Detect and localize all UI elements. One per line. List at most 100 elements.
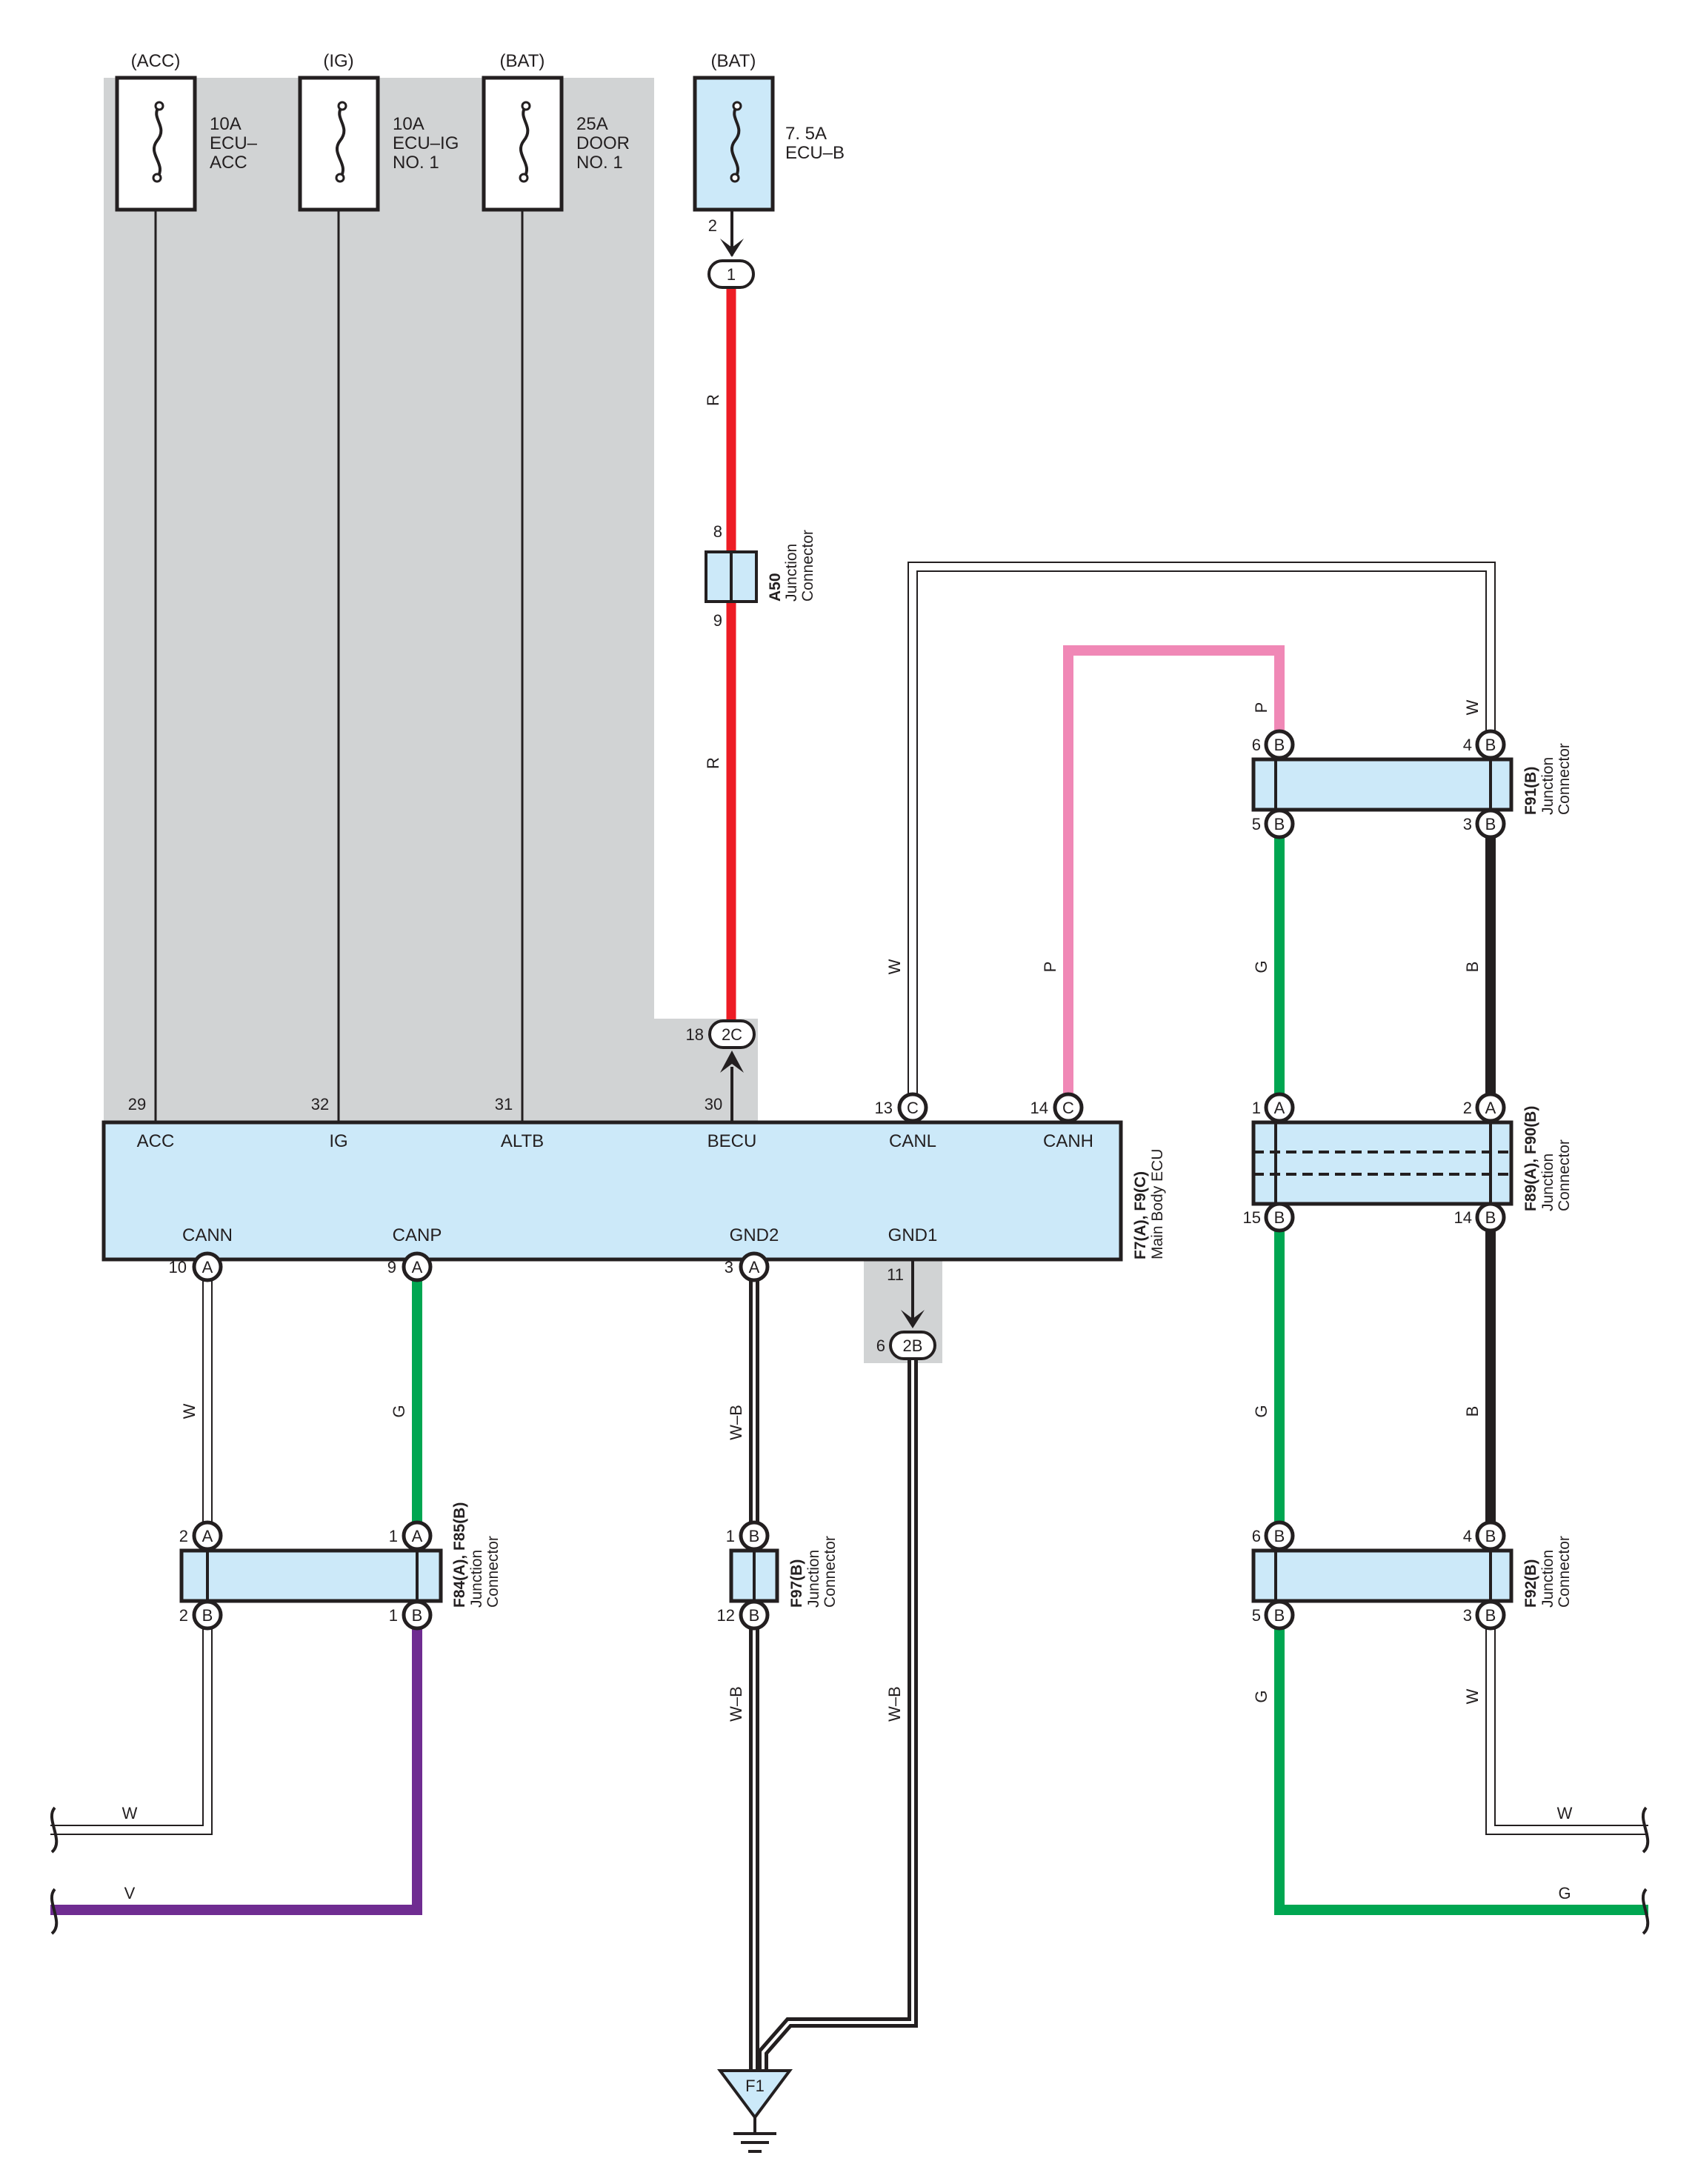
wire-color-label: G [1252, 1690, 1271, 1702]
wire-color-label: W [122, 1804, 138, 1822]
pin-number: 29 [128, 1095, 146, 1113]
wire-violet-out [50, 1626, 422, 1915]
fuse-icon [730, 104, 741, 179]
fuse-source: (ACC) [131, 51, 181, 71]
wire-color-label: B [1463, 1406, 1482, 1417]
wire-color-label: W–B [885, 1686, 904, 1722]
ecu-terminal-label: CANL [889, 1131, 936, 1151]
wire-break-icon [1641, 1888, 1650, 1935]
connector-id: F97(B) [788, 1559, 805, 1608]
connector-letter: B [749, 1527, 760, 1545]
connector-id: F84(A), F85(B) [451, 1502, 468, 1608]
connector-desc: Junction [1539, 1153, 1556, 1211]
fuse-icon [335, 104, 346, 179]
wire-color-label: R [704, 394, 722, 406]
pin-number: 1 [1252, 1099, 1261, 1117]
wire-pink-canh [1063, 645, 1285, 1108]
connector-letter: A [749, 1258, 760, 1276]
pin-number: 1 [389, 1606, 398, 1625]
main-body-ecu: 29 ACC 32 IG 31 ALTB 30 BECU C 13 CANL C… [101, 1092, 1166, 1282]
splice-label: 2B [903, 1336, 923, 1355]
connector-desc: Junction [805, 1550, 822, 1608]
connector-id: F89(A), F90(B) [1522, 1106, 1539, 1211]
component-name: Main Body ECU [1149, 1149, 1166, 1259]
wire-white-out-left [50, 1626, 213, 1835]
wire-color-label: G [1252, 960, 1271, 973]
connector-letter: B [1274, 1606, 1285, 1625]
pin-number: 1 [389, 1527, 398, 1545]
wire-color-label: G [1558, 1884, 1571, 1902]
connector-desc: Connector [484, 1536, 502, 1608]
connector-desc: Connector [1556, 1536, 1573, 1608]
ground-f1: F1 [717, 2069, 793, 2153]
fuse-ecu-ig-no1: (IG) 10A ECU–IG NO. 1 [298, 51, 459, 212]
pin-number: 15 [1243, 1208, 1261, 1227]
pin-number: 6 [876, 1336, 885, 1355]
wire-color-label: V [124, 1884, 136, 1902]
wire-color-label: W–B [727, 1405, 745, 1440]
pin-number: 11 [887, 1265, 904, 1284]
wire-green-out [1274, 1626, 1648, 1915]
connector-desc: Connector [799, 530, 816, 602]
wire-color-label: W [885, 959, 904, 974]
pin-number: 13 [875, 1099, 893, 1117]
arrow-down-icon [720, 239, 744, 257]
wire-color-label: R [704, 757, 722, 769]
pin-number: 10 [169, 1258, 187, 1276]
ecu-terminal-label: ACC [137, 1131, 175, 1151]
ecu-terminal-label: GND1 [888, 1225, 938, 1245]
pin-number: 31 [495, 1095, 513, 1113]
fuse-rating: 25A [576, 114, 608, 134]
connector-letter: B [1274, 736, 1285, 754]
wire-break-icon [1641, 1806, 1650, 1854]
connector-letter: A [412, 1527, 423, 1545]
pin-number: 2 [1463, 1099, 1472, 1117]
wire-white-canl [908, 562, 1496, 1108]
pin-number: 5 [1252, 815, 1261, 833]
fuse-name: ECU– [210, 133, 258, 153]
ground-label: F1 [745, 2077, 765, 2095]
connector-id: F92(B) [1522, 1559, 1539, 1608]
junction-connector-f91: B 6 B 4 B 5 B 3 F91(B) Junction Connecto… [1251, 729, 1573, 839]
ecu-terminal-label: IG [329, 1131, 347, 1151]
wire-color-label: W [1557, 1804, 1573, 1822]
pin-number: 9 [387, 1258, 396, 1276]
wire-color-label: W [1463, 699, 1482, 715]
wire-wb-gnd1 [758, 1359, 918, 2097]
fuse-icon [152, 104, 163, 179]
wire-color-label: W [1463, 1688, 1482, 1704]
wire-white-out-right [1485, 1626, 1648, 1835]
connector-desc: Junction [468, 1550, 485, 1608]
connector-letter: A [1485, 1099, 1496, 1117]
connector-id: A50 [767, 573, 784, 602]
arrow-up-icon [720, 1051, 744, 1073]
connector-desc: Connector [1556, 1139, 1573, 1211]
ecu-terminal-label: ALTB [501, 1131, 544, 1151]
pin-number: 14 [1454, 1208, 1472, 1227]
connector-desc: Connector [822, 1536, 839, 1608]
ecu-terminal-label: CANH [1043, 1131, 1093, 1151]
fuse-name: ECU–B [785, 143, 845, 163]
connector-id: F91(B) [1522, 767, 1539, 815]
wire-break-icon [50, 1806, 59, 1854]
power-shade-area [104, 78, 758, 1122]
pin-number: 1 [726, 1527, 735, 1545]
fuse-source: (BAT) [711, 51, 756, 71]
connector-letter: B [1485, 736, 1496, 754]
wire-color-label: G [1252, 1405, 1271, 1417]
pin-number: 6 [1252, 736, 1261, 754]
wire-color-label: P [1252, 702, 1271, 713]
fuse-name: NO. 1 [393, 153, 439, 173]
fuse-rating: 7. 5A [785, 124, 827, 144]
component-id: F7(A), F9(C) [1132, 1171, 1149, 1259]
splice-label: 2C [722, 1025, 742, 1044]
ecu-terminal-label: CANP [393, 1225, 442, 1245]
pin-number: 32 [311, 1095, 329, 1113]
connector-letter: B [1485, 1208, 1496, 1227]
wire-color-label: W [180, 1403, 199, 1419]
connector-letter: B [1274, 1208, 1285, 1227]
connector-letter: B [1485, 815, 1496, 833]
pin-number: 3 [725, 1258, 733, 1276]
connector-letter: B [202, 1606, 213, 1625]
pin-number: 9 [713, 611, 722, 630]
